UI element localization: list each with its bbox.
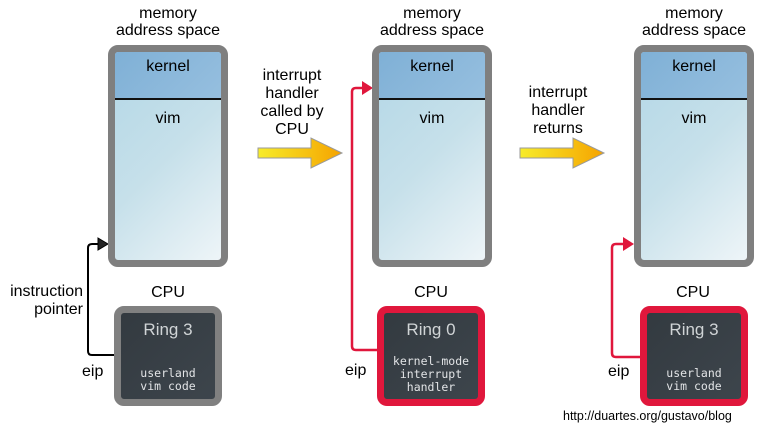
transition-label-line: called by xyxy=(260,103,324,120)
cpu-label-1: CPU xyxy=(151,284,185,301)
ring-label: Ring 3 xyxy=(669,320,719,339)
cpu-box-1: Ring 3 userland vim code xyxy=(114,306,222,406)
transition-arrow-2 xyxy=(519,137,606,169)
code-line: kernel-mode xyxy=(392,354,470,368)
code-line: handler xyxy=(406,380,456,394)
eip-arrowhead-1 xyxy=(97,237,109,251)
memory-title-3: memory address space xyxy=(614,5,760,39)
transition-label-line: interrupt xyxy=(528,84,588,101)
cpu-label-2: CPU xyxy=(414,284,448,301)
code-line: vim code xyxy=(666,379,722,393)
transition-label-line: CPU xyxy=(275,121,309,138)
vim-region-label: vim xyxy=(681,110,707,127)
transition-label-line: handler xyxy=(531,102,585,119)
eip-connector-1 xyxy=(87,243,114,356)
kernel-region: kernel xyxy=(641,52,747,100)
code-line: userland xyxy=(140,366,196,380)
kernel-region: kernel xyxy=(379,52,485,100)
transition-label-line: handler xyxy=(265,85,319,102)
memory-title-line: memory xyxy=(403,5,461,22)
memory-title-line: address space xyxy=(379,22,485,39)
memory-title-line: address space xyxy=(641,22,747,39)
eip-connector-2 xyxy=(350,86,377,352)
transition-label-1: interrupt handler called by CPU xyxy=(252,67,332,139)
cpu-label-3: CPU xyxy=(676,284,710,301)
vim-region-label: vim xyxy=(155,110,181,127)
pointer-label-line: instruction xyxy=(10,283,83,300)
footer-url: http://duartes.org/gustavo/blog xyxy=(563,409,732,423)
memory-address-space-1: kernel vim xyxy=(108,45,228,267)
transition-label-2: interrupt handler returns xyxy=(518,84,598,138)
cpu-box-2: Ring 0 kernel-mode interrupt handler xyxy=(377,306,485,406)
cpu-code: userland vim code xyxy=(647,367,741,393)
transition-label-line: interrupt xyxy=(262,67,322,84)
memory-address-space-2: kernel vim xyxy=(372,45,492,267)
code-line: vim code xyxy=(140,379,196,393)
memory-title-1: memory address space xyxy=(88,5,248,39)
pointer-label-line: pointer xyxy=(34,301,83,318)
memory-title-2: memory address space xyxy=(352,5,512,39)
eip-connector-3 xyxy=(610,242,640,359)
eip-arrowhead-2 xyxy=(362,81,373,95)
code-line: interrupt xyxy=(399,367,463,381)
memory-title-line: memory xyxy=(665,5,723,22)
ring-label: Ring 3 xyxy=(143,320,193,339)
cpu-code: userland vim code xyxy=(121,367,215,393)
eip-label-2: eip xyxy=(345,362,367,379)
memory-title-line: address space xyxy=(115,22,221,39)
code-line: userland xyxy=(666,366,722,380)
kernel-region: kernel xyxy=(115,52,221,100)
memory-title-line: memory xyxy=(139,5,197,22)
instruction-pointer-label: instruction pointer xyxy=(5,283,83,319)
ring-label: Ring 0 xyxy=(406,320,456,339)
eip-label-3: eip xyxy=(608,363,630,380)
cpu-box-3: Ring 3 userland vim code xyxy=(640,306,748,406)
cpu-code: kernel-mode interrupt handler xyxy=(384,355,478,394)
eip-arrowhead-3 xyxy=(623,237,634,251)
transition-arrow-1 xyxy=(257,137,344,169)
vim-region-label: vim xyxy=(419,110,445,127)
eip-label-1: eip xyxy=(82,363,104,380)
transition-label-line: returns xyxy=(533,120,583,137)
memory-address-space-3: kernel vim xyxy=(634,45,754,267)
